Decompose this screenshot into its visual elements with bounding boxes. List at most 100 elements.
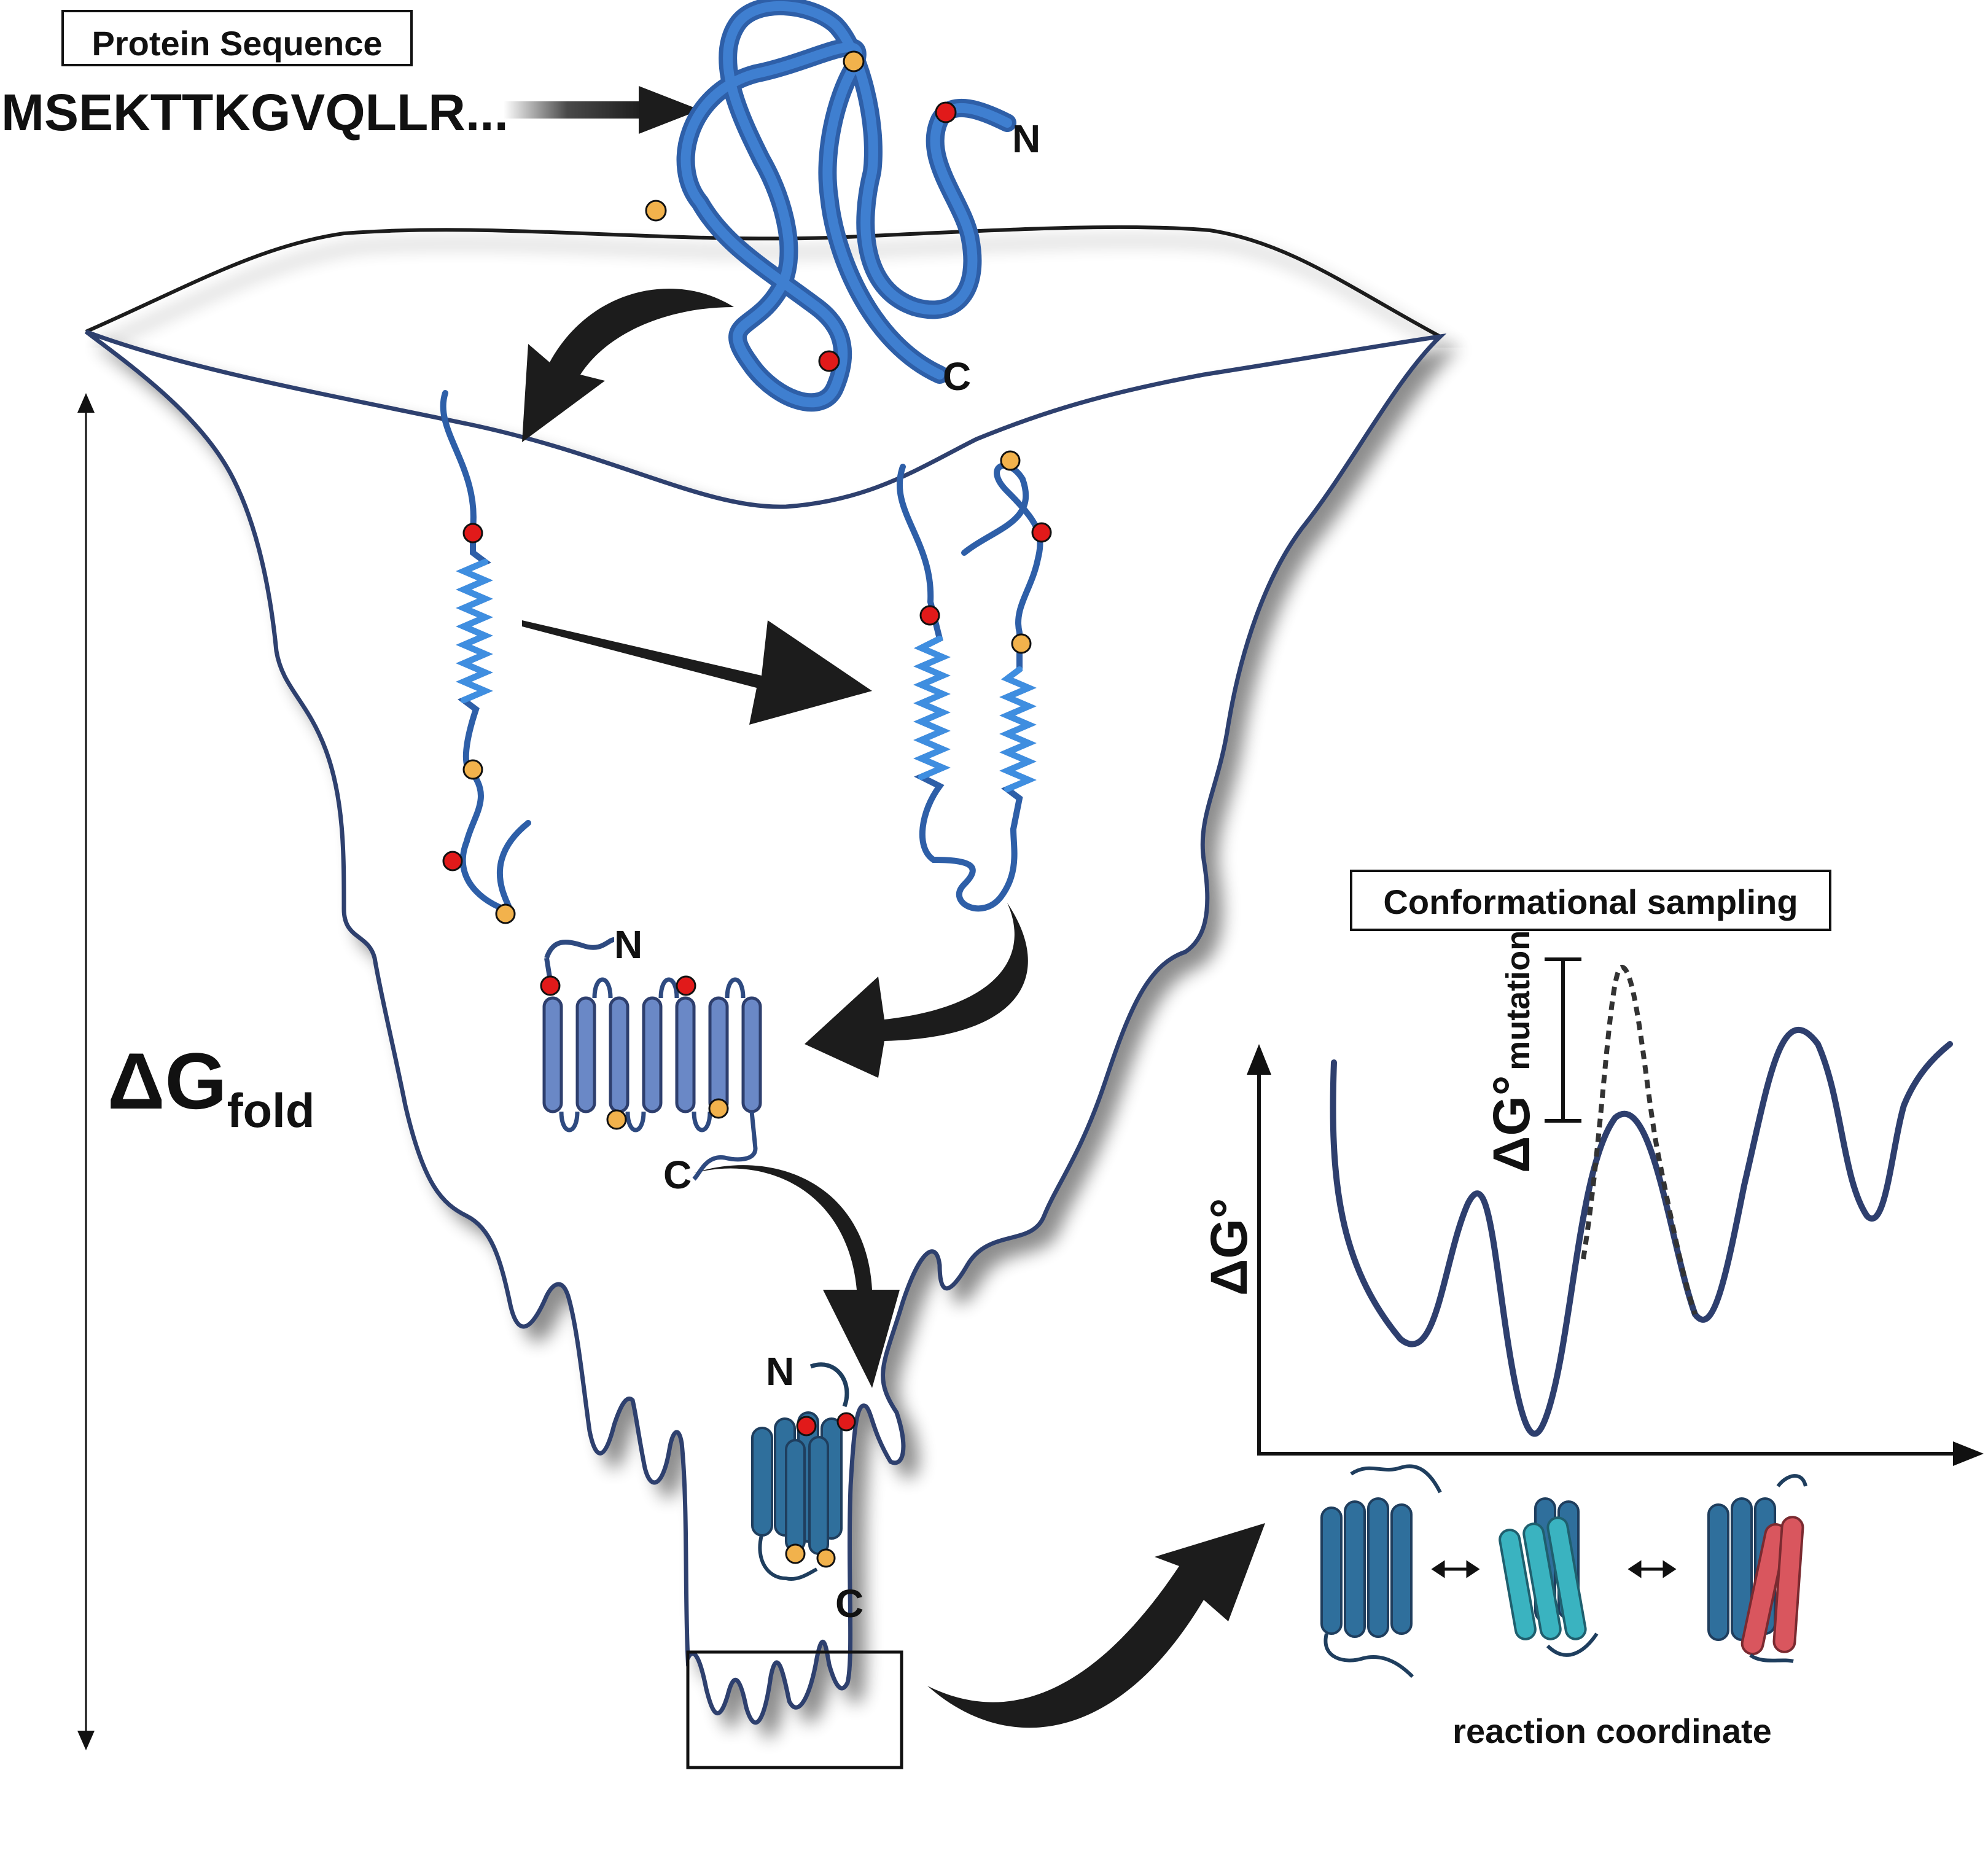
zoom-box [686, 1650, 903, 1769]
red-marker [836, 1412, 856, 1432]
curved-arrow-1 [522, 289, 734, 442]
energy-axis-arrow-up [77, 393, 95, 413]
mutation-barrier-curve [1581, 965, 1698, 1316]
strand [575, 996, 596, 1113]
sheet-strands [542, 996, 762, 1113]
mutation-label: ΔG°mutation [1483, 930, 1540, 1173]
straight-arrow [522, 620, 872, 725]
x-axis-label: reaction coordinate [1452, 1712, 1772, 1750]
helix-segment [456, 559, 493, 703]
loop [1323, 1633, 1414, 1678]
helix-b [999, 666, 1037, 792]
red-marker [676, 975, 696, 996]
helix [1367, 1497, 1389, 1638]
protein-sequence-box [61, 10, 413, 66]
curved-arrow-2 [805, 903, 1028, 1078]
orange-marker [645, 200, 667, 222]
helix-cyan [1499, 1529, 1537, 1640]
orange-marker [606, 1109, 627, 1130]
energy-axis-arrow-down [77, 1731, 95, 1750]
curved-arrow-4 [927, 1523, 1265, 1728]
orange-marker [1000, 450, 1021, 471]
sequence-arrow-head [639, 86, 700, 134]
protein-sequence-label: Protein Sequence [92, 24, 382, 63]
orange-marker [462, 759, 483, 780]
helix-cyan [1522, 1522, 1562, 1640]
sequence-arrow-shaft [504, 101, 645, 119]
chain-inner [680, 1, 1012, 408]
n-tail [809, 1362, 849, 1408]
c-tail [758, 1535, 818, 1581]
state-2 [1499, 1497, 1599, 1657]
red-marker [818, 350, 840, 372]
helix-cyan [1546, 1516, 1587, 1640]
red-marker [935, 101, 957, 123]
helix [1707, 1503, 1729, 1641]
intermediate-right [897, 450, 1052, 912]
c-tail [692, 1111, 758, 1181]
helix-a [913, 636, 951, 780]
helix-red [1772, 1516, 1804, 1653]
conformational-sampling-label: Conformational sampling [1383, 883, 1798, 921]
sequence-input: Protein Sequence MSEKTTKGVQLLR... [1, 10, 700, 141]
state-1 [1320, 1464, 1442, 1678]
n-terminus-label: N [1012, 117, 1040, 161]
orange-marker [495, 903, 516, 924]
unfolded-chain: N C [645, 0, 1040, 412]
flow-arrows [522, 289, 1265, 1728]
c-terminus-label: C [835, 1581, 863, 1626]
orange-marker [708, 1098, 729, 1119]
red-marker [540, 975, 561, 996]
strand [675, 996, 696, 1113]
helix-red [1740, 1523, 1788, 1656]
folded-membrane-protein: N C [751, 1349, 863, 1626]
delta-g-fold-label: ΔGfold [107, 1036, 315, 1137]
x-axis-arrow [1953, 1441, 1984, 1466]
sheet-loops [559, 977, 746, 1132]
loop [1546, 1632, 1599, 1657]
red-marker [796, 1416, 817, 1436]
sheet-intermediate: N C [540, 922, 762, 1197]
y-axis-label: ΔG° [1200, 1198, 1258, 1296]
loop [1749, 1653, 1794, 1663]
c-terminus-label: C [943, 354, 971, 399]
helix [751, 1427, 773, 1537]
intermediate-left [440, 390, 531, 924]
orange-marker [1011, 633, 1032, 654]
helix-bundle [751, 1411, 843, 1555]
helix [1390, 1503, 1413, 1635]
energy-profile-curve [1330, 1026, 1953, 1437]
orange-marker [843, 50, 865, 72]
n-terminus-label: N [614, 922, 642, 967]
helix [785, 1439, 806, 1552]
strand [741, 996, 762, 1113]
strand [708, 996, 729, 1113]
sequence-text: MSEKTTKGVQLLR... [1, 84, 509, 141]
red-marker [1031, 522, 1052, 543]
chain-path-a [897, 464, 1018, 912]
conformational-sampling-panel: Conformational sampling ΔG° ΔG°mutation [1200, 870, 1984, 1750]
state-exchange-arrow [1431, 1560, 1480, 1578]
helix [808, 1436, 829, 1555]
loop [1350, 1464, 1442, 1494]
c-terminus-label: C [663, 1153, 692, 1197]
delta-g-fold-axis: ΔGfold [77, 393, 315, 1750]
strand [642, 996, 663, 1113]
red-marker [442, 851, 463, 871]
y-axis-arrow [1247, 1044, 1271, 1075]
red-marker [919, 605, 940, 626]
n-terminus-label: N [766, 1349, 794, 1394]
helix [1344, 1500, 1366, 1638]
funnel-body [84, 329, 1447, 1725]
conformational-sampling-box [1350, 870, 1831, 931]
loop [1776, 1474, 1807, 1487]
state-exchange-arrow [1627, 1560, 1677, 1578]
mutation-bracket [1545, 957, 1581, 1123]
red-marker [462, 523, 483, 544]
strand [609, 996, 630, 1113]
funnel-rim-back [85, 225, 1441, 338]
helix [1320, 1507, 1343, 1635]
state-3 [1707, 1474, 1807, 1663]
